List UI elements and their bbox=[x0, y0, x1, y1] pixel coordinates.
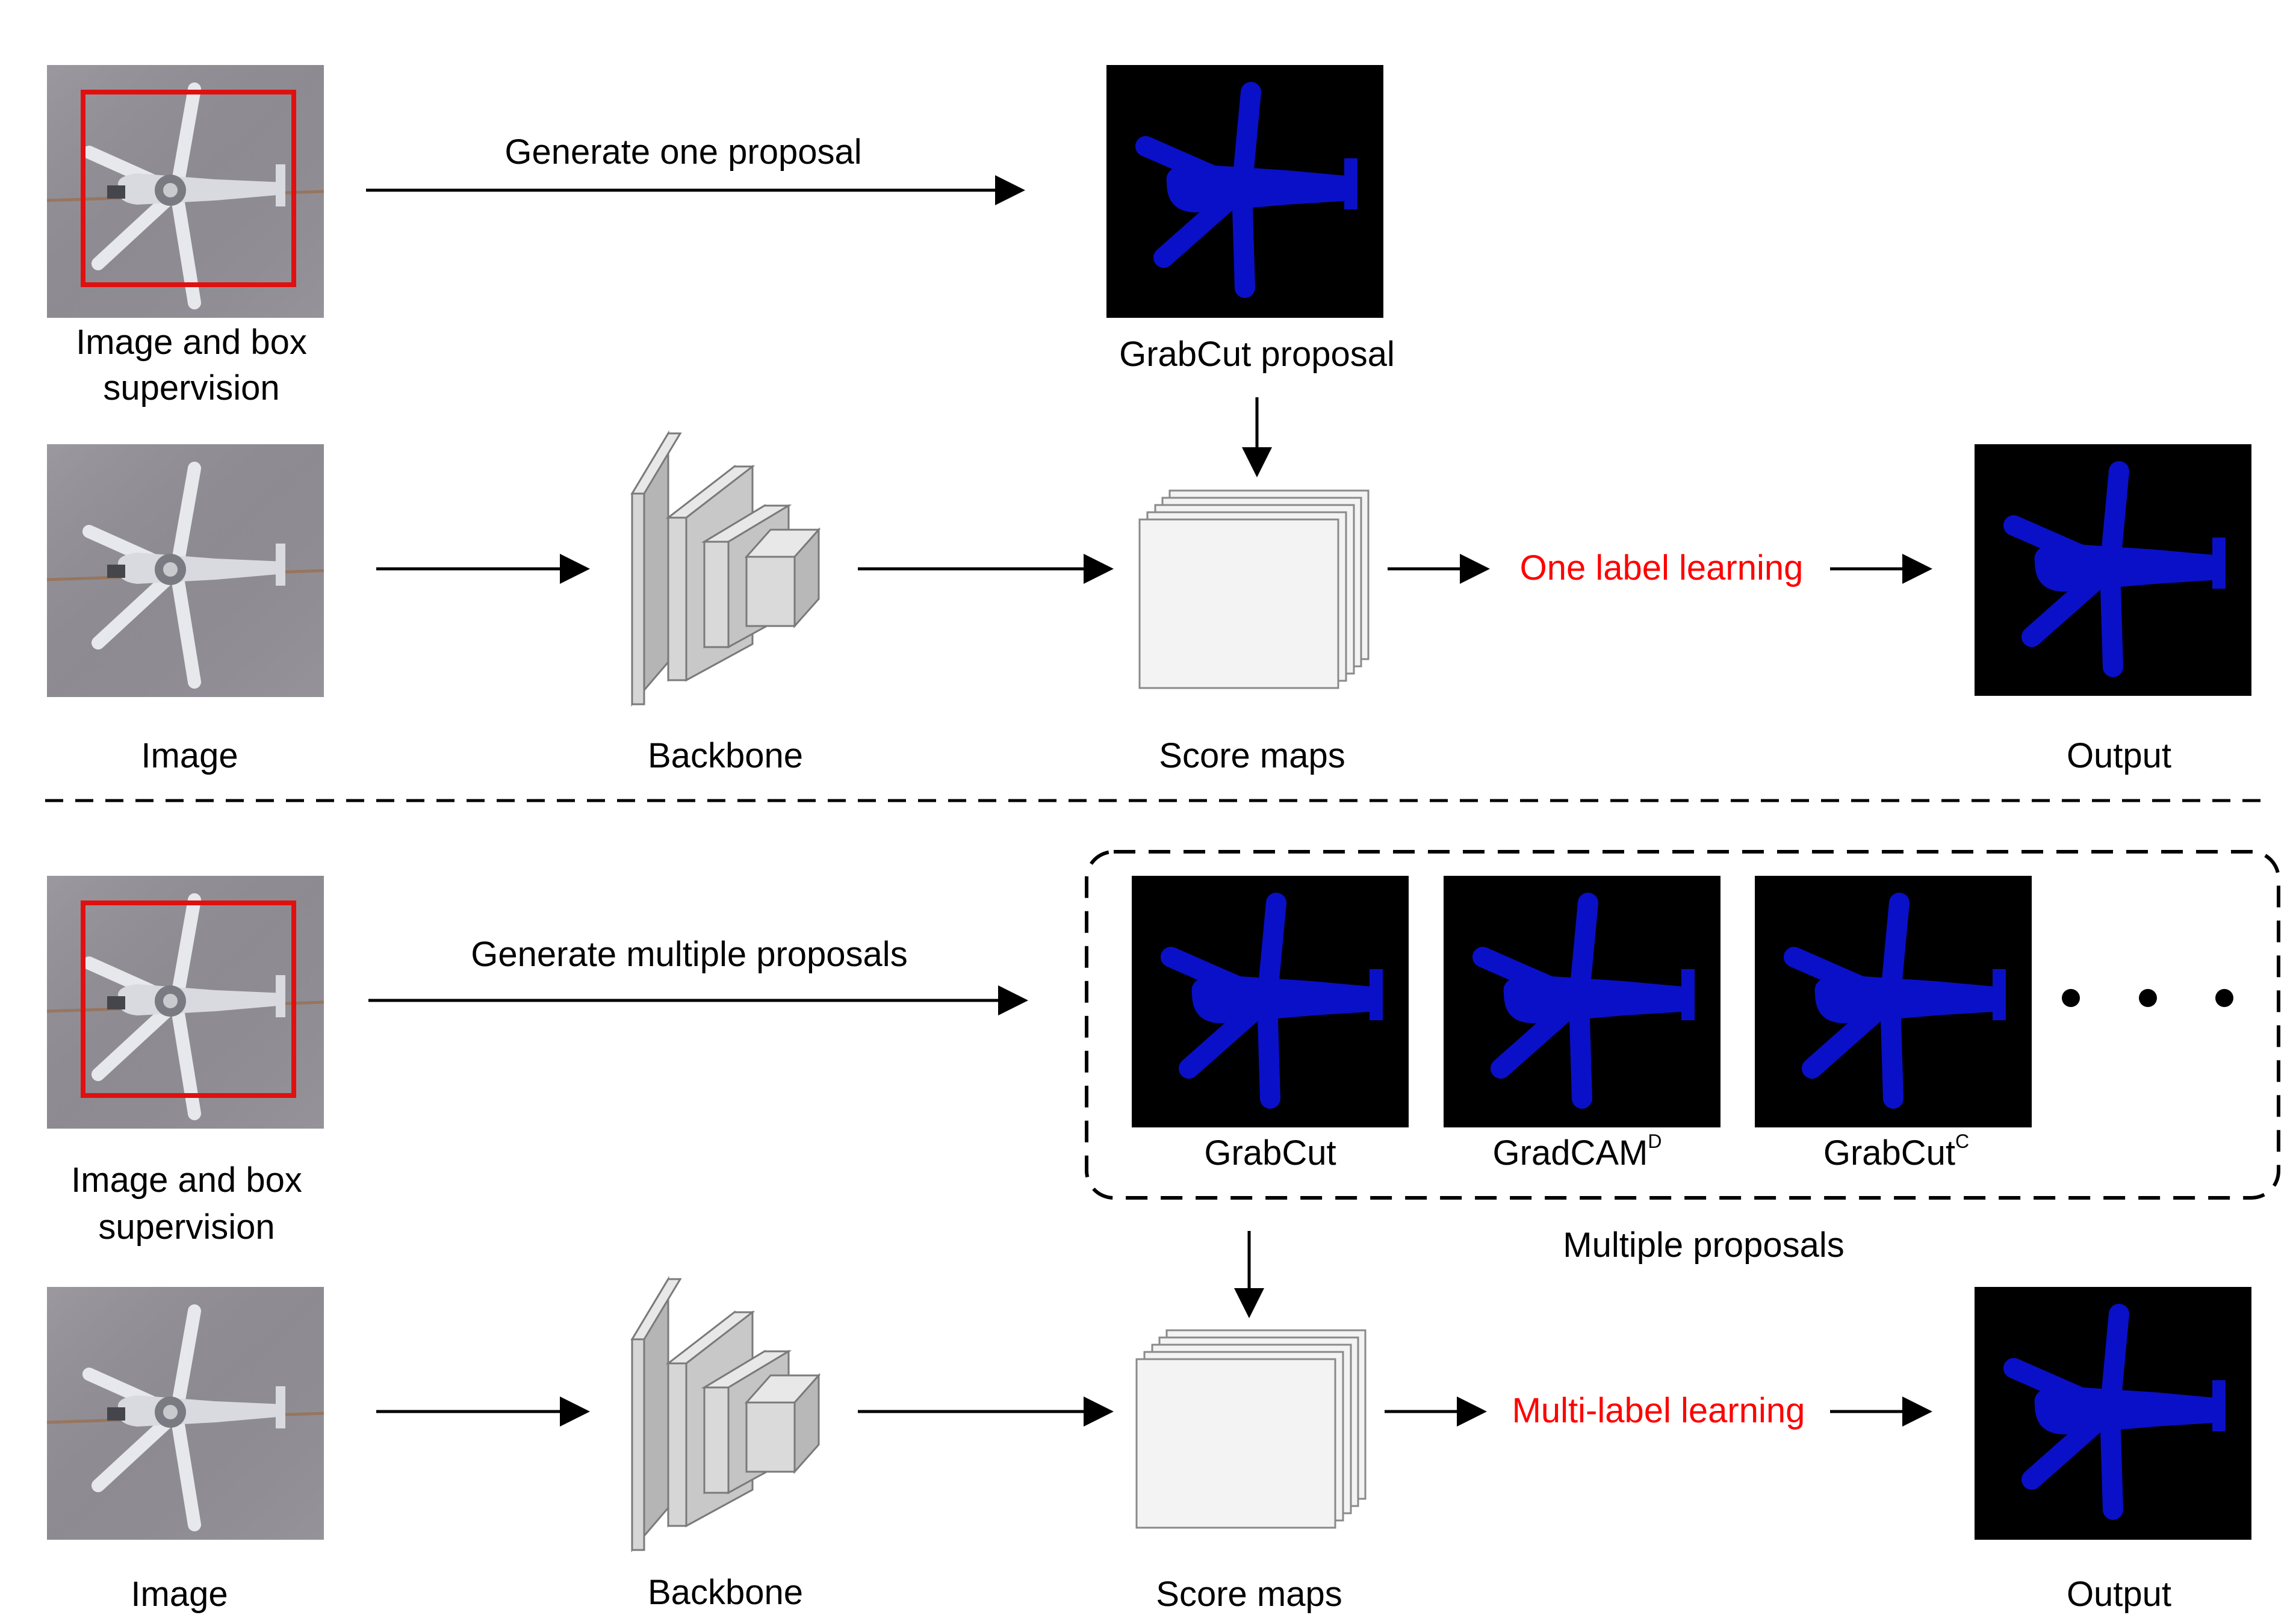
top-backbone-label: Backbone bbox=[648, 736, 803, 775]
proposal-label-0: GrabCut bbox=[1204, 1133, 1336, 1173]
more-proposals-ellipsis-icon bbox=[2062, 989, 2233, 1007]
top-output-label: Output bbox=[2067, 736, 2171, 775]
top-learning-label: One label learning bbox=[1520, 548, 1804, 587]
top-proposal-arrow-label: Generate one proposal bbox=[504, 132, 861, 172]
top-score-label: Score maps bbox=[1159, 736, 1345, 775]
bottom-output-mask bbox=[1975, 1287, 2251, 1540]
bottom-input-label-line1: Image and box bbox=[71, 1161, 302, 1200]
group-label: Multiple proposals bbox=[1563, 1226, 1844, 1265]
bottom-image-label: Image bbox=[131, 1575, 228, 1614]
top-input-image-with-box bbox=[47, 65, 324, 318]
top-output-mask bbox=[1975, 444, 2251, 696]
top-proposal-label: GrabCut proposal bbox=[1119, 335, 1395, 374]
top-input-label-line1: Image and box bbox=[76, 323, 307, 362]
top-image-label: Image bbox=[141, 736, 238, 775]
bottom-score-label: Score maps bbox=[1156, 1575, 1342, 1614]
bottom-learning-label: Multi-label learning bbox=[1512, 1391, 1805, 1430]
bottom-backbone-blocks bbox=[631, 1278, 820, 1551]
proposal-mask-gradcam bbox=[1444, 876, 1720, 1127]
bottom-output-label: Output bbox=[2067, 1575, 2171, 1614]
proposals-group-frame bbox=[1085, 850, 2280, 1200]
top-backbone-blocks bbox=[631, 432, 820, 705]
proposal-mask-grabcut-c bbox=[1755, 876, 2032, 1127]
proposal-label-1: GradCAMD bbox=[1493, 1130, 1662, 1173]
bottom-input-label-line2: supervision bbox=[98, 1207, 275, 1247]
bottom-input-image-with-box bbox=[47, 876, 324, 1129]
top-image bbox=[47, 444, 324, 697]
top-score-maps bbox=[1138, 489, 1370, 689]
bottom-proposal-arrow-label: Generate multiple proposals bbox=[471, 935, 907, 974]
proposal-label-2: GrabCutC bbox=[1823, 1130, 1969, 1173]
bottom-backbone-label: Backbone bbox=[648, 1573, 803, 1612]
bottom-image bbox=[47, 1287, 324, 1540]
top-grabcut-proposal-mask bbox=[1106, 65, 1383, 318]
bottom-score-maps bbox=[1135, 1329, 1367, 1529]
top-input-label-line2: supervision bbox=[103, 368, 279, 408]
proposal-mask-grabcut bbox=[1132, 876, 1409, 1127]
